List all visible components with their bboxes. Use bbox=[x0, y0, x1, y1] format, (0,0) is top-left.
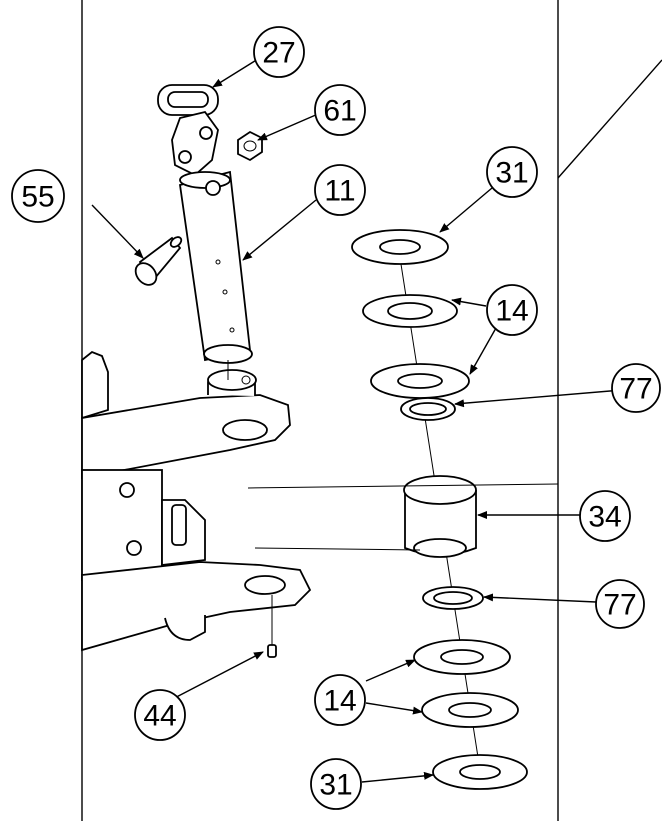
callout-label: 77 bbox=[619, 373, 652, 406]
washer-77-top bbox=[400, 397, 456, 421]
pivot-pin bbox=[178, 170, 253, 380]
washer-31-top bbox=[351, 229, 449, 265]
handle-loop bbox=[157, 84, 219, 116]
callout-label: 34 bbox=[588, 501, 621, 534]
callout-77-bottom: 77 bbox=[595, 579, 645, 629]
callout-label: 77 bbox=[603, 589, 636, 622]
callout-label: 31 bbox=[319, 769, 352, 802]
upper-arm-plate bbox=[81, 350, 291, 480]
callout-label: 44 bbox=[143, 700, 176, 733]
callout-label: 11 bbox=[324, 175, 355, 208]
pin-bracket bbox=[171, 110, 219, 177]
bushing-34 bbox=[403, 475, 477, 558]
washer-14-top-1 bbox=[362, 294, 458, 328]
washer-31-bottom bbox=[432, 754, 528, 790]
callout-31-bottom: 31 bbox=[310, 758, 362, 810]
leader-lines bbox=[91, 58, 623, 783]
callout-14-top: 14 bbox=[486, 284, 538, 336]
callout-label: 14 bbox=[323, 685, 356, 718]
callout-61: 61 bbox=[314, 84, 366, 136]
callout-label: 55 bbox=[21, 181, 54, 214]
callout-44: 44 bbox=[134, 689, 186, 741]
callout-label: 27 bbox=[262, 37, 295, 70]
clevis-pin-55 bbox=[134, 236, 183, 286]
callout-label: 61 bbox=[323, 95, 356, 128]
callout-label: 14 bbox=[495, 295, 528, 328]
washer-14-top-2 bbox=[370, 363, 470, 399]
grease-fitting bbox=[267, 595, 277, 658]
frame-bracket bbox=[81, 469, 206, 581]
lower-arm-plate bbox=[81, 561, 312, 652]
callout-31-top: 31 bbox=[486, 146, 538, 198]
callout-11: 11 bbox=[314, 164, 366, 216]
reference-lines bbox=[247, 483, 559, 551]
callout-77-top: 77 bbox=[611, 363, 661, 413]
callout-55: 55 bbox=[11, 169, 65, 223]
callout-14-bottom: 14 bbox=[314, 674, 366, 726]
washer-14-bottom-1 bbox=[413, 639, 511, 675]
washer-77-bottom bbox=[422, 586, 484, 610]
lock-nut bbox=[237, 130, 263, 162]
callout-34: 34 bbox=[579, 490, 631, 542]
callout-label: 31 bbox=[495, 157, 528, 190]
washer-14-bottom-2 bbox=[421, 692, 519, 728]
callout-27: 27 bbox=[253, 26, 305, 78]
